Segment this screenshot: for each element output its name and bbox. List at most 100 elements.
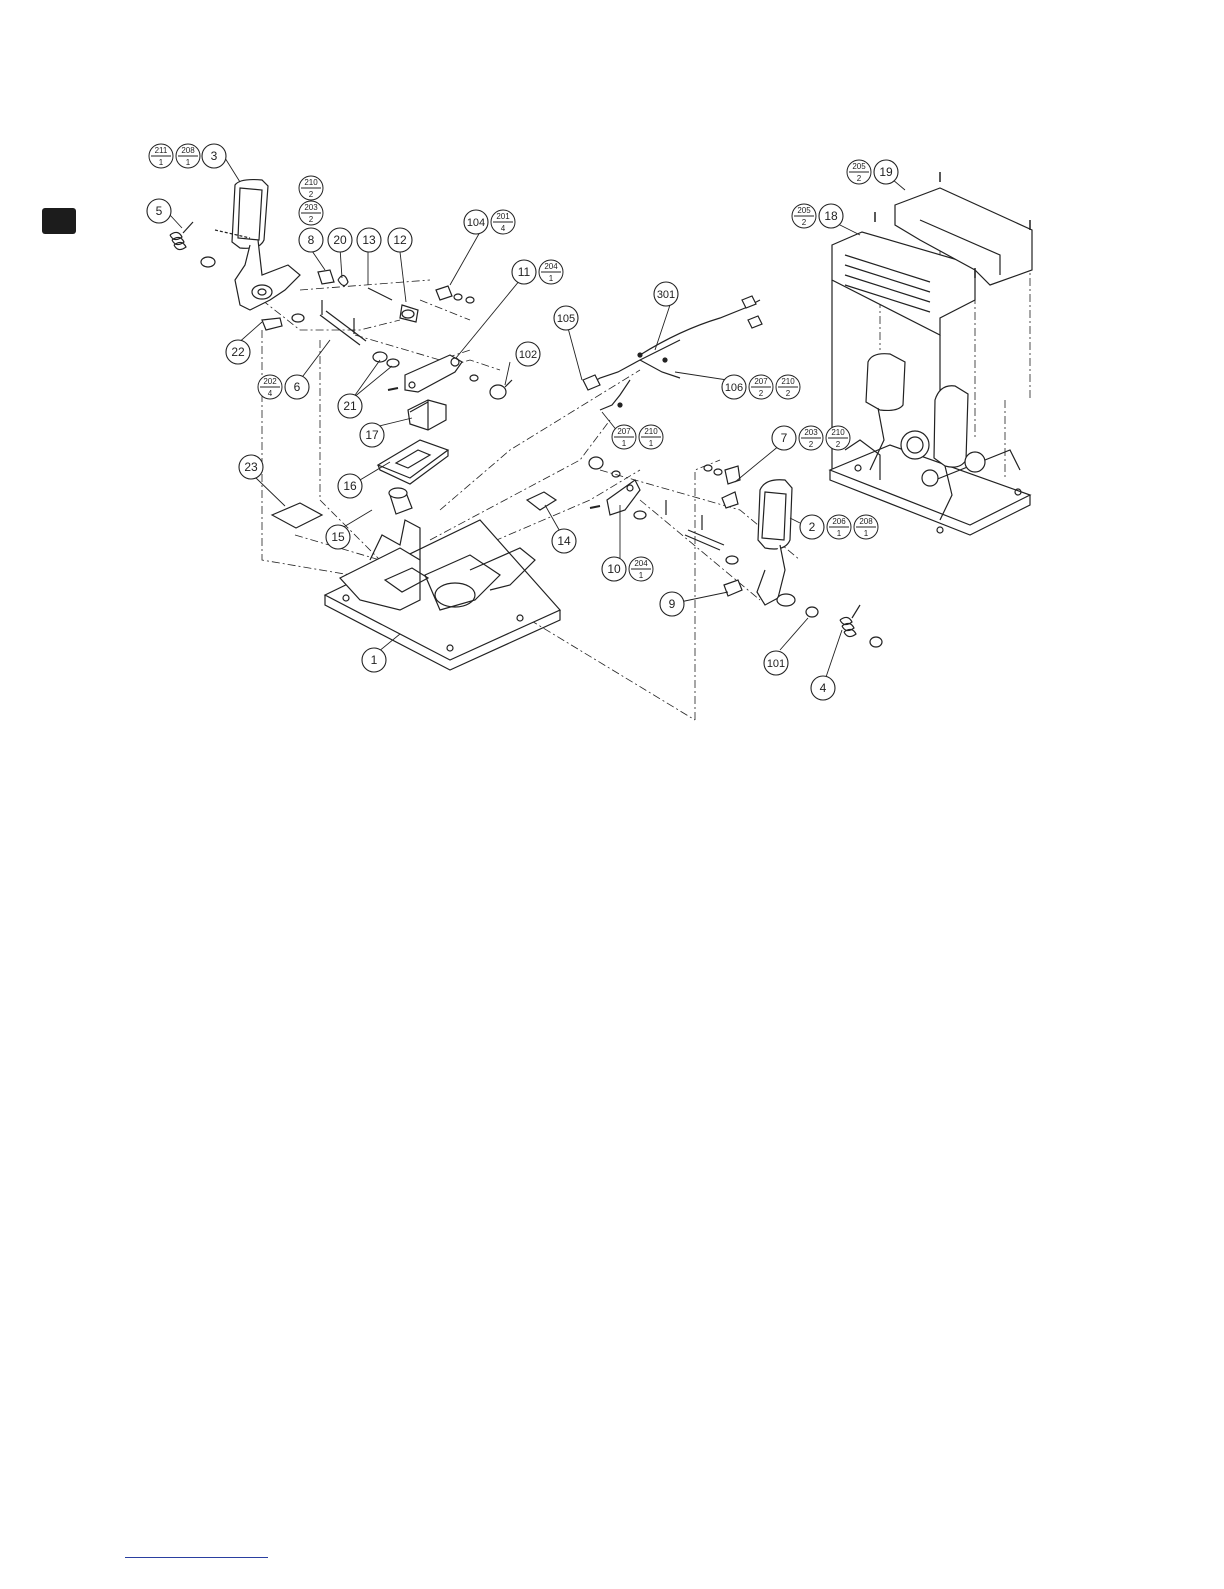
- svg-text:1: 1: [837, 529, 842, 538]
- svg-text:2: 2: [857, 174, 862, 183]
- callout-301: 301: [654, 282, 678, 306]
- svg-text:20: 20: [333, 233, 347, 247]
- svg-text:202: 202: [263, 377, 277, 386]
- svg-text:1: 1: [159, 158, 164, 167]
- svg-text:211: 211: [155, 146, 168, 155]
- callout-6: 6: [285, 375, 309, 399]
- svg-text:15: 15: [331, 530, 345, 544]
- svg-text:7: 7: [781, 431, 788, 445]
- svg-text:23: 23: [244, 460, 258, 474]
- callout-11: 11: [512, 260, 536, 284]
- callout-102: 102: [516, 342, 540, 366]
- svg-text:1: 1: [622, 439, 627, 448]
- svg-text:2: 2: [836, 440, 841, 449]
- part-14-plate: [527, 492, 556, 510]
- callout-4: 4: [811, 676, 835, 700]
- svg-text:8: 8: [308, 233, 315, 247]
- svg-text:208: 208: [859, 517, 873, 526]
- fraction-210-2-a: 2102: [299, 176, 323, 200]
- callout-16: 16: [338, 474, 362, 498]
- torsion-spring-5: [170, 222, 193, 250]
- assembled-pedal-unit: [830, 172, 1032, 535]
- svg-text:203: 203: [304, 203, 318, 212]
- callout-8: 8: [299, 228, 323, 252]
- callout-15: 15: [326, 525, 350, 549]
- callout-14: 14: [552, 529, 576, 553]
- svg-text:17: 17: [365, 428, 379, 442]
- callout-13: 13: [357, 228, 381, 252]
- svg-text:21: 21: [343, 399, 357, 413]
- svg-text:207: 207: [754, 377, 768, 386]
- svg-text:210: 210: [304, 178, 318, 187]
- svg-text:9: 9: [669, 597, 676, 611]
- svg-text:2: 2: [759, 389, 764, 398]
- svg-text:1: 1: [371, 653, 378, 667]
- svg-text:10: 10: [607, 562, 621, 576]
- svg-text:2: 2: [809, 440, 814, 449]
- svg-text:204: 204: [544, 262, 558, 271]
- callout-12: 12: [388, 228, 412, 252]
- svg-text:5: 5: [156, 204, 163, 218]
- svg-text:16: 16: [343, 479, 357, 493]
- callout-10: 10: [602, 557, 626, 581]
- svg-text:2: 2: [309, 215, 314, 224]
- svg-text:201: 201: [496, 212, 510, 221]
- callout-20: 20: [328, 228, 352, 252]
- svg-text:208: 208: [181, 146, 195, 155]
- svg-text:102: 102: [519, 349, 537, 361]
- svg-text:19: 19: [879, 165, 893, 179]
- part-17-cover: [408, 400, 446, 430]
- fraction-208-1-b: 2081: [854, 515, 878, 539]
- svg-text:1: 1: [549, 274, 554, 283]
- svg-text:3: 3: [211, 149, 218, 163]
- svg-text:1: 1: [649, 439, 654, 448]
- svg-text:203: 203: [804, 428, 818, 437]
- callout-105: 105: [554, 306, 578, 330]
- svg-text:206: 206: [832, 517, 846, 526]
- svg-text:11: 11: [518, 265, 531, 279]
- base-plate-1: [325, 520, 560, 670]
- callout-1: 1: [362, 648, 386, 672]
- svg-text:205: 205: [852, 162, 866, 171]
- fraction-210-2-c: 2102: [826, 426, 850, 450]
- svg-text:105: 105: [557, 313, 575, 325]
- svg-text:104: 104: [467, 217, 485, 229]
- section-tab-marker: [42, 208, 76, 234]
- callout-19: 19: [874, 160, 898, 184]
- callout-3: 3: [202, 144, 226, 168]
- callout-7: 7: [772, 426, 796, 450]
- svg-text:6: 6: [294, 380, 301, 394]
- svg-text:1: 1: [186, 158, 191, 167]
- callout-18: 18: [819, 204, 843, 228]
- svg-text:1: 1: [639, 571, 644, 580]
- svg-text:2: 2: [802, 218, 807, 227]
- callout-5: 5: [147, 199, 171, 223]
- callout-23: 23: [239, 455, 263, 479]
- svg-text:106: 106: [725, 382, 743, 394]
- svg-text:18: 18: [824, 209, 838, 223]
- part-16-tray: [378, 440, 448, 484]
- svg-text:22: 22: [231, 345, 245, 359]
- callout-104: 104: [464, 210, 488, 234]
- svg-text:301: 301: [657, 289, 675, 301]
- svg-text:4: 4: [501, 224, 506, 233]
- svg-text:13: 13: [362, 233, 376, 247]
- fraction-201-4: 2014: [491, 210, 515, 234]
- svg-text:2: 2: [786, 389, 791, 398]
- part-15-roller: [389, 488, 412, 514]
- callout-22: 22: [226, 340, 250, 364]
- svg-text:101: 101: [767, 658, 785, 670]
- svg-text:210: 210: [781, 377, 795, 386]
- callout-2: 2: [800, 515, 824, 539]
